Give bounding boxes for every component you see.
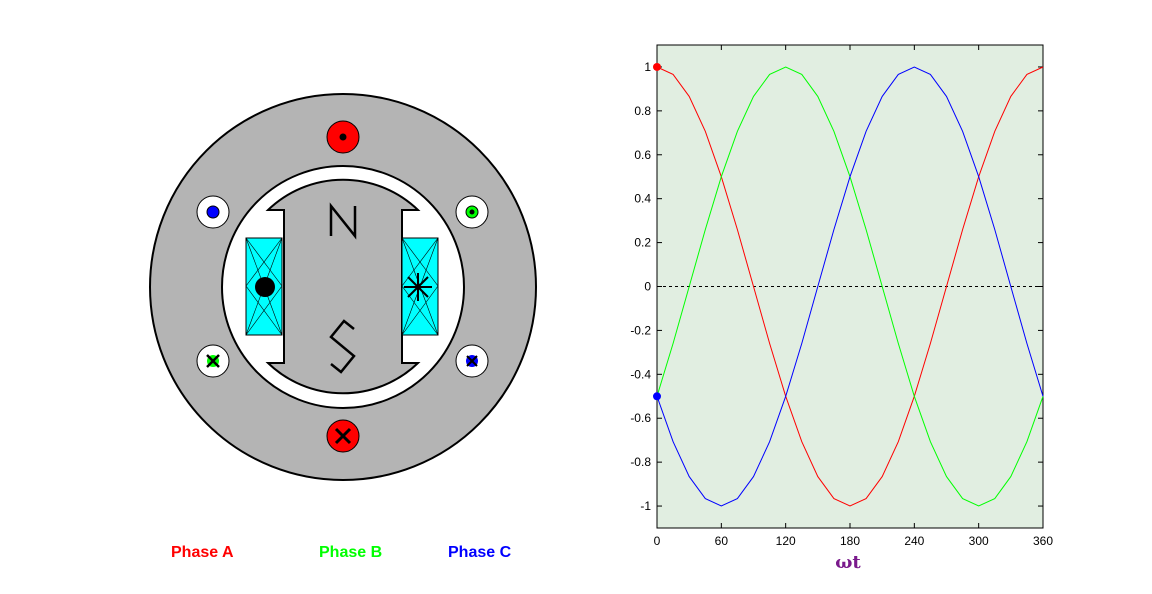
x-tick-label: 60 (715, 534, 729, 548)
rotor-body (265, 178, 421, 395)
y-tick-label: 0 (644, 280, 651, 294)
x-tick-label: 240 (904, 534, 924, 548)
y-tick-label: 0.6 (634, 148, 651, 162)
current-out-dot-icon (206, 205, 220, 219)
current-in-cross-icon (466, 355, 478, 367)
rotor (245, 178, 439, 395)
y-tick-label: -0.2 (630, 323, 651, 337)
phase-c-label: Phase C (448, 544, 512, 561)
field-coil-left (245, 237, 283, 336)
y-tick-label: -0.8 (630, 455, 651, 469)
y-tick-label: 0.8 (634, 104, 651, 118)
stator-slot-b-upper-right (455, 195, 489, 229)
y-tick-label: -0.4 (630, 367, 651, 381)
series-marker (653, 62, 661, 71)
phase-b-label: Phase B (319, 544, 382, 561)
current-out-dot-icon (255, 277, 275, 297)
stator-slot-a-top (326, 120, 360, 154)
stator-slot-a-bottom (326, 419, 360, 453)
y-tick-label: -0.6 (630, 411, 651, 425)
machine-diagram: Phase A Phase B Phase C (149, 93, 537, 561)
current-in-star-icon (404, 273, 432, 301)
x-tick-label: 360 (1033, 534, 1053, 548)
field-coil-right (401, 237, 439, 336)
north-pole-glyph (329, 202, 357, 240)
x-tick-label: 300 (969, 534, 989, 548)
stator-slot-c-lower-right (455, 344, 489, 378)
stator-slot-c-upper-left (196, 195, 230, 229)
current-out-dot-icon (469, 209, 475, 215)
y-tick-label: 0.4 (634, 192, 651, 206)
series-marker (653, 392, 661, 401)
current-out-dot-icon (339, 133, 347, 141)
current-in-cross-icon (334, 427, 352, 445)
y-tick-label: 0.2 (634, 236, 651, 250)
waveform-chart: -1 -0.8 -0.6 -0.4 -0.2 0 0.2 0.4 0.6 0.8 1 0 60 120 18… (630, 44, 1053, 573)
stator-slot-b-lower-left (196, 344, 230, 378)
y-tick-label: 1 (644, 60, 651, 74)
x-axis-label: ωt (835, 552, 861, 573)
series-line-3 (656, 66, 1044, 507)
y-tick-label: -1 (640, 499, 651, 513)
phase-a-label: Phase A (171, 544, 234, 561)
current-in-cross-icon (206, 354, 220, 368)
x-tick-label: 180 (840, 534, 860, 548)
south-pole-glyph (329, 319, 356, 374)
x-tick-label: 0 (654, 534, 661, 548)
x-tick-label: 120 (776, 534, 796, 548)
